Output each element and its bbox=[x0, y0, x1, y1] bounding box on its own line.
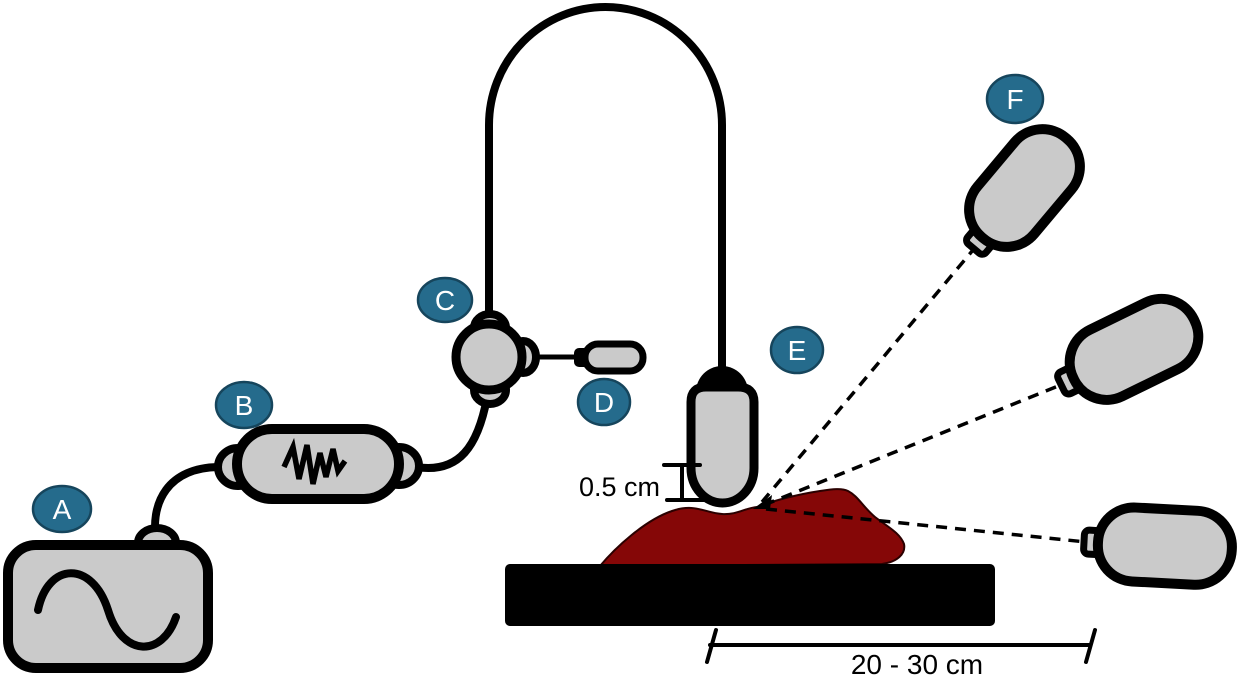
device-a-signal-generator bbox=[3, 524, 213, 673]
label-c-text: C bbox=[435, 285, 455, 316]
label-a-badge bbox=[31, 484, 93, 534]
gap-measurement-label: 0.5 cm bbox=[579, 472, 660, 502]
capsule-sensor-top bbox=[963, 124, 1085, 258]
capsule-sensor-middle bbox=[1054, 293, 1204, 405]
label-e-badge bbox=[769, 325, 825, 375]
label-f: F bbox=[985, 73, 1045, 125]
convergence-arrowhead-icon bbox=[753, 495, 772, 509]
label-b-badge bbox=[214, 380, 274, 430]
label-f-text: F bbox=[1006, 84, 1023, 115]
cable-arch-c-to-e bbox=[485, 3, 726, 376]
dashed-sightline-middle bbox=[763, 382, 1064, 507]
label-e: E bbox=[769, 325, 825, 375]
label-a: A bbox=[31, 484, 93, 534]
gap-measurement-bracket: 0.5 cm bbox=[579, 463, 708, 502]
label-d-text: D bbox=[594, 387, 614, 418]
device-c-junction bbox=[451, 310, 540, 408]
noise-scribble-icon bbox=[281, 437, 348, 485]
device-c-body bbox=[451, 319, 527, 395]
label-b: B bbox=[214, 380, 274, 430]
capsule-sensor-middle-body bbox=[1064, 293, 1204, 405]
label-c: C bbox=[416, 276, 474, 324]
sine-wave-icon bbox=[34, 569, 180, 651]
device-e-transducer bbox=[686, 366, 759, 508]
distance-measurement-label: 20 - 30 cm bbox=[851, 649, 983, 680]
device-b-amplifier bbox=[214, 424, 423, 504]
distance-measurement: 20 - 30 cm bbox=[705, 628, 1097, 680]
device-d-body bbox=[581, 340, 647, 375]
tissue-sample bbox=[597, 488, 906, 568]
capsule-sensor-top-body bbox=[964, 124, 1085, 252]
distance-right-tick bbox=[1084, 628, 1097, 664]
label-f-badge bbox=[985, 73, 1045, 125]
device-d-probe bbox=[574, 340, 647, 375]
dashed-sightline-top bbox=[760, 248, 975, 504]
label-d-badge bbox=[576, 377, 632, 427]
capsule-sensor-bottom-body bbox=[1092, 502, 1237, 590]
cable-b-to-c bbox=[412, 394, 491, 473]
sample-platform bbox=[505, 564, 995, 626]
label-a-text: A bbox=[53, 494, 72, 525]
label-c-badge bbox=[416, 276, 474, 324]
distance-left-tick bbox=[705, 628, 718, 664]
label-b-text: B bbox=[235, 390, 254, 421]
label-e-text: E bbox=[788, 335, 807, 366]
capsule-sensor-bottom bbox=[1080, 502, 1237, 590]
dashed-sightline-bottom bbox=[765, 507, 1087, 544]
device-e-body bbox=[686, 382, 759, 508]
label-d: D bbox=[576, 377, 632, 427]
